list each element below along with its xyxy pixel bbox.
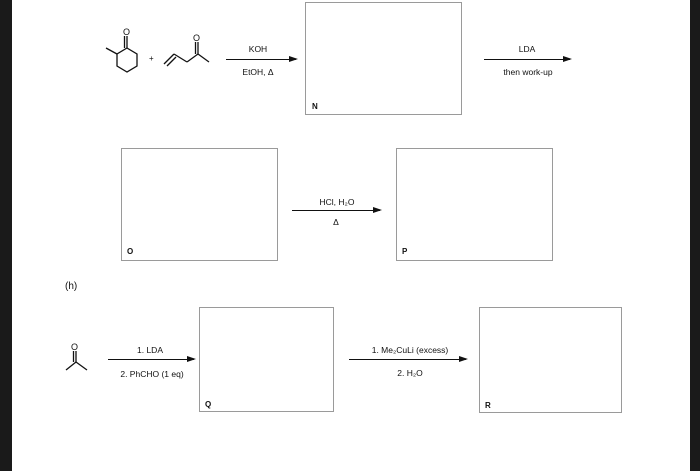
box-label-q: Q bbox=[205, 400, 212, 409]
svg-text:O: O bbox=[123, 27, 130, 37]
box-label-r: R bbox=[485, 401, 491, 410]
plus-sign: + bbox=[149, 54, 154, 63]
arrow-4 bbox=[108, 356, 196, 362]
box-label-o: O bbox=[127, 247, 134, 256]
workup-label: then work-up bbox=[503, 67, 553, 77]
arrow-3 bbox=[292, 207, 382, 213]
product-box-n bbox=[305, 2, 462, 115]
svg-text:O: O bbox=[193, 33, 200, 43]
arrow-2 bbox=[484, 56, 572, 62]
etoh-heat-label: EtOH, Δ bbox=[242, 67, 274, 77]
svg-text:O: O bbox=[71, 342, 78, 352]
acetone-structure: O bbox=[65, 342, 88, 371]
box-label-p: P bbox=[402, 247, 408, 256]
product-box-r bbox=[479, 307, 622, 413]
methyl-vinyl-ketone-structure: O bbox=[163, 33, 210, 67]
hcl-water-label: HCl, H₂O bbox=[319, 197, 355, 207]
lda-label: LDA bbox=[518, 44, 536, 54]
arrow-5 bbox=[349, 356, 468, 362]
water-step-label: 2. H₂O bbox=[397, 368, 423, 378]
lda-step-label: 1. LDA bbox=[137, 345, 163, 355]
heat-label: Δ bbox=[333, 217, 339, 227]
right-edge bbox=[690, 0, 700, 471]
box-label-n: N bbox=[312, 102, 318, 111]
part-label-h: (h) bbox=[65, 281, 78, 292]
benzaldehyde-step-label: 2. PhCHO (1 eq) bbox=[120, 369, 184, 379]
product-box-p bbox=[396, 148, 553, 261]
product-box-q bbox=[199, 307, 334, 412]
arrow-1 bbox=[226, 56, 298, 62]
koh-label: KOH bbox=[248, 44, 268, 54]
methylcyclohexanone-structure: O bbox=[105, 27, 138, 73]
product-box-o bbox=[121, 148, 278, 261]
cuprate-step-label: 1. Me₂CuLi (excess) bbox=[371, 345, 449, 355]
left-edge bbox=[0, 0, 12, 471]
